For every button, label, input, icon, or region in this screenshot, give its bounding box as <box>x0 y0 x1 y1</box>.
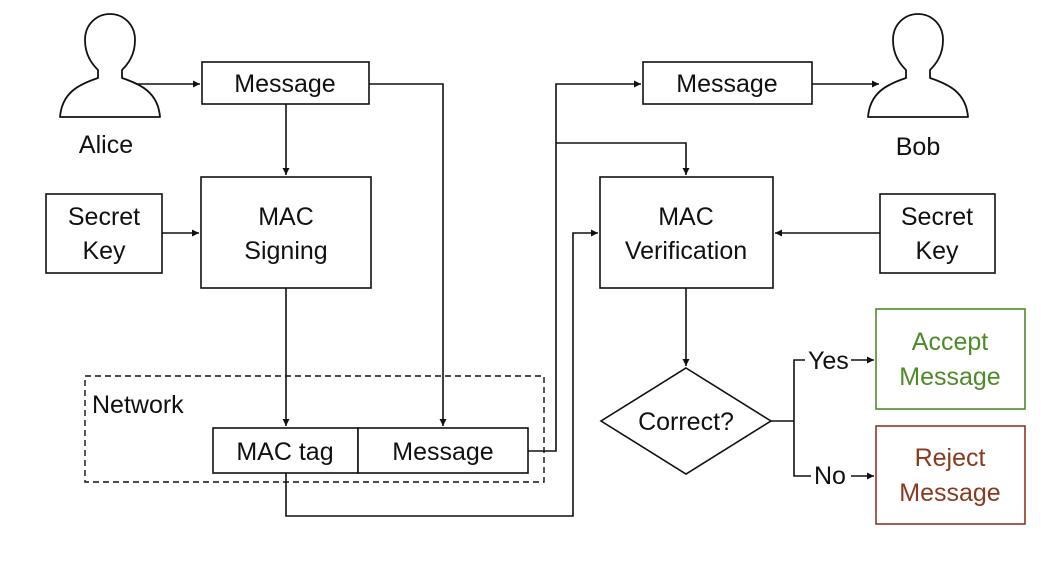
yes-label: Yes <box>808 347 849 375</box>
network-message-label: Message <box>392 438 493 466</box>
decision-branch-line <box>771 359 811 477</box>
receiver-message-label: Message <box>676 70 777 98</box>
receiver-secret-key-line1: Secret <box>901 203 973 231</box>
reject-message-box <box>875 425 1026 525</box>
message-to-network-arrow <box>369 83 447 426</box>
correct-decision-diamond <box>599 367 773 475</box>
receiver-secret-key-box <box>879 193 996 274</box>
correct-decision-label: Correct? <box>638 408 734 436</box>
mac-verification-box <box>599 176 774 289</box>
mac-verification-line1: MAC <box>658 203 714 231</box>
network-to-verification-arrow <box>556 142 690 175</box>
bob-person-icon <box>867 13 969 118</box>
network-to-receiver-message-arrow <box>528 80 641 452</box>
accept-message-box <box>875 308 1026 410</box>
alice-label: Alice <box>79 131 133 159</box>
mac-signing-box <box>200 176 372 289</box>
mac-signing-line1: MAC <box>258 203 314 231</box>
reject-line1: Reject <box>915 444 986 472</box>
receiver-message-box <box>642 61 813 105</box>
connectors <box>136 80 880 517</box>
sender-message-box <box>201 61 370 105</box>
sender-secret-key-line1: Secret <box>68 203 140 231</box>
mac-verification-line2: Verification <box>625 237 747 265</box>
no-label: No <box>814 462 846 490</box>
bob-label: Bob <box>896 133 940 161</box>
mactag-to-verification-arrow <box>285 229 598 517</box>
sender-secret-key-box <box>45 193 163 274</box>
network-message-box <box>357 427 529 474</box>
reject-line2: Message <box>899 479 1000 507</box>
sender-message-label: Message <box>234 70 335 98</box>
alice-person-icon <box>59 13 161 118</box>
network-label: Network <box>92 391 184 419</box>
network-mac-tag-label: MAC tag <box>236 438 333 466</box>
accept-line1: Accept <box>912 328 988 356</box>
mac-signing-line2: Signing <box>244 237 327 265</box>
sender-secret-key-line2: Key <box>82 237 126 265</box>
network-region <box>84 375 545 483</box>
accept-line2: Message <box>899 363 1000 391</box>
receiver-secret-key-line2: Key <box>915 237 959 265</box>
